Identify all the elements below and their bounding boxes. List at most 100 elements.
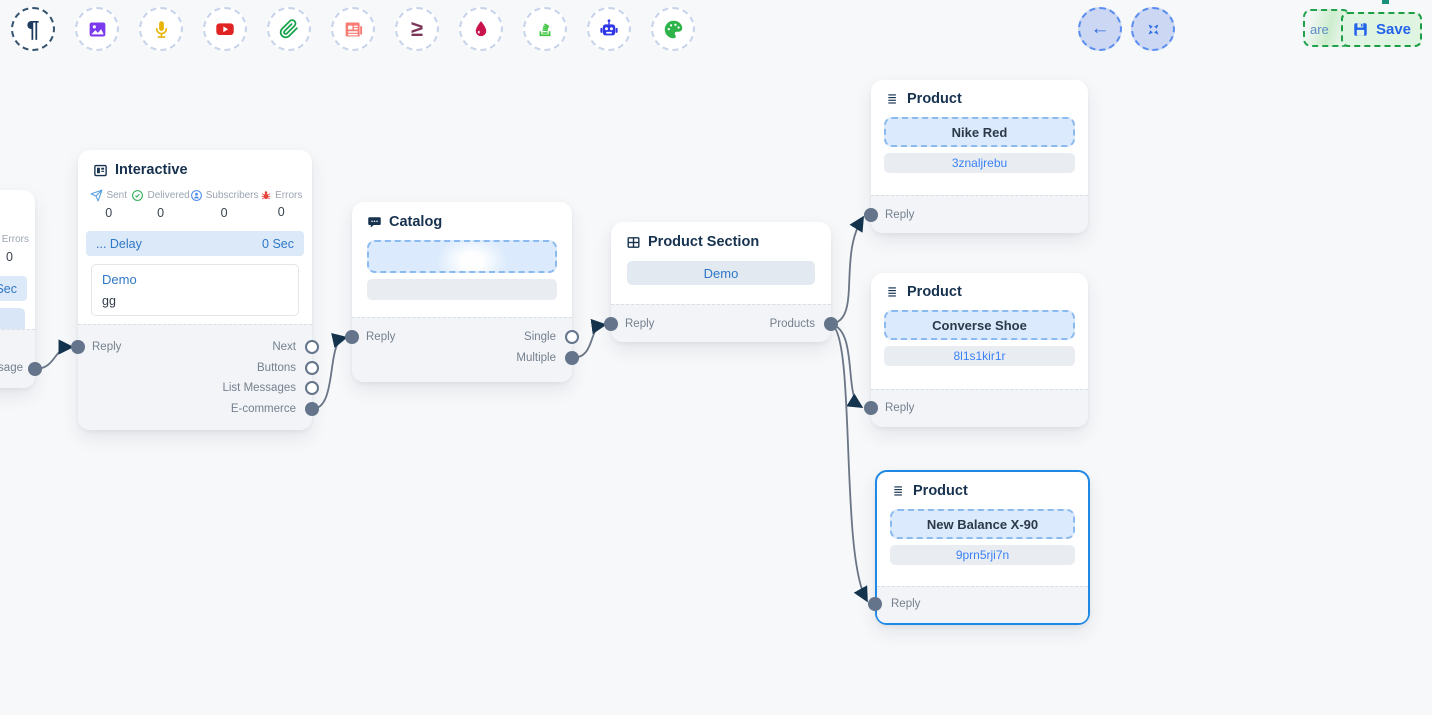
audio-node-button[interactable] — [139, 7, 183, 51]
floppy-icon — [1354, 23, 1367, 36]
output-handle-ecommerce[interactable] — [305, 402, 319, 416]
product-name: New Balance X-90 — [926, 516, 1039, 532]
sequence-node-button[interactable] — [523, 7, 567, 51]
catalog-icon — [368, 216, 381, 227]
output-label-buttons: Buttons — [257, 362, 296, 374]
section-name: Demo — [703, 265, 739, 281]
output-label-single: Single — [524, 331, 556, 343]
output-handle-message[interactable] — [28, 362, 42, 376]
input-label-reply: Reply — [885, 209, 915, 221]
product-name-box[interactable]: New Balance X-90 — [890, 509, 1075, 539]
stat-label: Errors — [1, 233, 29, 245]
product-node-1[interactable]: Product Nike Red 3znaljrebu Reply — [864, 80, 1088, 233]
input-handle-reply[interactable] — [864, 208, 878, 222]
product-node-3[interactable]: Product New Balance X-90 9prn5rji7n Repl… — [868, 470, 1090, 625]
output-label-next: Next — [272, 341, 296, 353]
input-handle-reply[interactable] — [868, 597, 882, 611]
interactive-node[interactable]: Interactive Sent 0 Delivered 0 Subscribe… — [71, 150, 319, 430]
output-handle-single[interactable] — [565, 330, 579, 344]
compress-icon — [1148, 24, 1158, 34]
retailer-id: 3znaljrebu — [951, 156, 1008, 170]
back-button[interactable]: ← — [1078, 7, 1122, 51]
arrow-left-icon: ← — [1090, 18, 1110, 39]
input-handle-reply[interactable] — [864, 401, 878, 415]
node-toolbar: ¶ ≥ — [11, 7, 695, 51]
paperclip-icon — [279, 19, 298, 39]
product-name: Nike Red — [951, 124, 1008, 140]
stat-value: 0 — [220, 206, 228, 220]
output-handle-multiple[interactable] — [565, 351, 579, 365]
message-body: gg — [102, 294, 116, 308]
stat-label: Sent — [106, 190, 128, 201]
section-name-box[interactable]: Demo — [627, 261, 815, 285]
output-handle-buttons[interactable] — [305, 361, 319, 375]
youtube-icon — [216, 23, 234, 36]
table-icon — [627, 236, 640, 248]
robot-icon — [600, 19, 618, 36]
input-label-reply: Reply — [625, 318, 655, 330]
bug-icon — [261, 191, 271, 200]
input-handle-reply[interactable] — [604, 317, 618, 331]
retailer-id: 9prn5rji7n — [955, 548, 1010, 562]
node-footer — [78, 324, 312, 430]
node-title: Product — [913, 483, 968, 499]
design-node-button[interactable] — [651, 7, 695, 51]
condition-node-button[interactable]: ≥ — [395, 7, 439, 51]
catalog-empty-box — [367, 279, 557, 300]
node-title: Catalog — [389, 214, 443, 230]
output-label-ecommerce: E-commerce — [230, 403, 296, 415]
droplet-icon — [475, 21, 487, 37]
product-section-node[interactable]: Product Section Demo Reply Products — [604, 222, 838, 342]
output-label-multiple: Multiple — [516, 352, 556, 364]
input-handle-reply[interactable] — [345, 330, 359, 344]
stat-value: 0 — [105, 206, 113, 220]
delay-bar[interactable]: ... Delay 0 Sec — [86, 231, 304, 256]
interactive-icon — [94, 164, 107, 176]
subscribers-icon — [190, 190, 202, 201]
attachment-node-button[interactable] — [267, 7, 311, 51]
catalog-node[interactable]: Catalog Reply Single Multiple — [345, 202, 579, 382]
pilcrow-icon: ¶ — [26, 15, 40, 42]
share-button-label-fragment: are — [1310, 22, 1329, 37]
list-icon — [894, 486, 902, 496]
output-handle-products[interactable] — [824, 317, 838, 331]
product-name-box[interactable]: Converse Shoe — [884, 310, 1075, 340]
catalog-input-box[interactable] — [367, 240, 557, 273]
template-node-button[interactable] — [331, 7, 375, 51]
input-handle-reply[interactable] — [71, 340, 85, 354]
retailer-id-box: 3znaljrebu — [884, 153, 1075, 173]
delay-bar[interactable]: 0 Sec — [0, 276, 27, 301]
image-node-button[interactable] — [75, 7, 119, 51]
list-icon — [888, 94, 896, 104]
fit-view-button[interactable] — [1131, 7, 1175, 51]
send-icon — [90, 189, 103, 202]
bot-node-button[interactable] — [587, 7, 631, 51]
video-node-button[interactable] — [203, 7, 247, 51]
list-icon — [888, 287, 896, 297]
input-label-reply: Reply — [92, 341, 122, 353]
stat-label: Subscribers — [205, 190, 259, 201]
output-label-products: Products — [769, 318, 815, 330]
node-footer — [871, 389, 1088, 427]
message-preview-box[interactable]: Demo gg — [91, 264, 299, 316]
save-button[interactable]: Save — [1341, 12, 1422, 47]
output-handle-list-messages[interactable] — [305, 381, 319, 395]
message-node-partial[interactable]: Errors 0 0 Sec Message — [0, 190, 42, 388]
product-name-box[interactable]: Nike Red — [884, 117, 1075, 147]
stat-value: 0 — [6, 250, 13, 264]
output-handle-next[interactable] — [305, 340, 319, 354]
save-button-label: Save — [1375, 21, 1412, 38]
delay-value: 0 Sec — [262, 236, 294, 251]
output-label-message: Message — [0, 362, 23, 374]
text-node-button[interactable]: ¶ — [11, 7, 55, 51]
newspaper-icon — [345, 22, 362, 36]
image-icon — [89, 22, 105, 36]
product-node-2[interactable]: Product Converse Shoe 8l1s1kir1r Reply — [864, 273, 1088, 427]
node-title: Interactive — [115, 162, 188, 178]
stat-value: 0 — [277, 205, 285, 219]
message-title: Demo — [102, 272, 137, 287]
drip-node-button[interactable] — [459, 7, 503, 51]
cursor-smudge — [435, 242, 508, 271]
greater-equal-icon: ≥ — [410, 16, 424, 41]
node-title: Product — [907, 91, 962, 107]
